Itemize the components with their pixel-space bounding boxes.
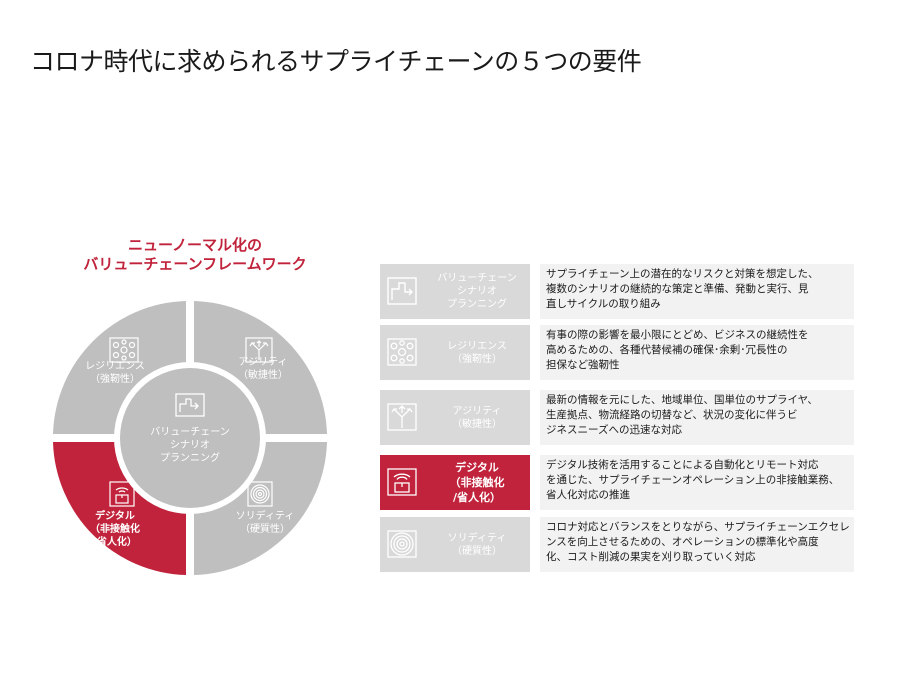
requirement-description: コロナ対応とバランスをとりながら、サプライチェーンエクセレ ンスを向上させるため… bbox=[540, 517, 854, 572]
requirement-label-box: デジタル （非接触化 /省人化） bbox=[380, 455, 530, 510]
requirement-label-line: プランニング bbox=[447, 299, 507, 310]
requirement-label-line: （非接触化 bbox=[449, 476, 505, 489]
requirement-label-line: （硬質性） bbox=[452, 545, 502, 557]
wireless-box-icon bbox=[387, 468, 417, 496]
requirement-label-line: シナリオ bbox=[457, 286, 497, 297]
wheel-heading: ニューノーマル化の バリューチェーンフレームワーク bbox=[50, 236, 340, 274]
requirement-description: サプライチェーン上の潜在的なリスクと対策を想定した、 複数のシナリオの継続的な策… bbox=[540, 264, 854, 319]
requirement-label-box: アジリティ （敏捷性） bbox=[380, 390, 530, 445]
requirement-label-line: デジタル bbox=[455, 461, 499, 474]
flowchart-icon bbox=[387, 277, 417, 305]
requirement-row-agility: アジリティ （敏捷性） 最新の情報を元にした、地域単位、国単位のサプライヤ、 生… bbox=[380, 390, 854, 445]
requirement-description: 有事の際の影響を最小限にとどめ、ビジネスの継続性を 高めるための、各種代替候補の… bbox=[540, 325, 854, 380]
segment-label-resilience: レジリエンス （強靭性） bbox=[85, 361, 145, 385]
segment-label-digital: デジタル （非接触化 /省人化） bbox=[90, 511, 140, 548]
requirement-label-box: レジリエンス （強靭性） bbox=[380, 325, 530, 380]
requirement-label-line: ソリディティ bbox=[447, 532, 507, 544]
requirement-row-solidity: ソリディティ （硬質性） コロナ対応とバランスをとりながら、サプライチェーンエク… bbox=[380, 517, 854, 572]
requirement-label-line: アジリティ bbox=[452, 405, 502, 417]
requirement-label-box: ソリディティ （硬質性） bbox=[380, 517, 530, 572]
resilience-network-icon bbox=[109, 337, 139, 363]
segment-label-solidity: ソリディティ （硬質性） bbox=[235, 511, 295, 535]
center-circle bbox=[120, 368, 260, 508]
center-label: バリューチェーン シナリオ プランニング bbox=[150, 427, 230, 464]
digital-wireless-icon bbox=[109, 481, 135, 507]
requirement-description: デジタル技術を活用することによる自動化とリモート対応 を通じた、サプライチェーン… bbox=[540, 455, 854, 510]
agility-arrows-icon bbox=[245, 337, 273, 363]
branching-arrows-icon bbox=[387, 403, 417, 431]
wheel-heading-line-2: バリューチェーンフレームワーク bbox=[83, 255, 307, 273]
page-title: コロナ時代に求められるサプライチェーンの５つの要件 bbox=[30, 47, 642, 76]
requirement-description: 最新の情報を元にした、地域単位、国単位のサプライヤ、 生産拠点、物流経路の切替な… bbox=[540, 390, 854, 445]
requirement-label-line: （敏捷性） bbox=[452, 418, 502, 430]
requirement-label-line: バリューチェーン bbox=[437, 273, 517, 284]
solidity-circles-icon bbox=[247, 481, 273, 507]
concentric-circles-icon bbox=[387, 530, 417, 558]
network-icon bbox=[387, 338, 417, 366]
requirement-label-line: （強靭性） bbox=[452, 353, 502, 365]
center-flowchart-icon bbox=[175, 393, 205, 417]
requirement-label-line: レジリエンス bbox=[447, 340, 507, 352]
segment-label-agility: アジリティ （敏捷性） bbox=[238, 357, 288, 381]
requirement-label-line: /省人化） bbox=[452, 491, 502, 504]
requirement-row-digital: デジタル （非接触化 /省人化） デジタル技術を活用することによる自動化とリモー… bbox=[380, 455, 854, 510]
requirement-label-box: バリューチェーン シナリオ プランニング bbox=[380, 264, 530, 319]
requirement-row-resilience: レジリエンス （強靭性） 有事の際の影響を最小限にとどめ、ビジネスの継続性を 高… bbox=[380, 325, 854, 380]
wheel-heading-line-1: ニューノーマル化の bbox=[127, 236, 263, 254]
requirement-row-scenario-planning: バリューチェーン シナリオ プランニング サプライチェーン上の潜在的なリスクと対… bbox=[380, 264, 854, 319]
